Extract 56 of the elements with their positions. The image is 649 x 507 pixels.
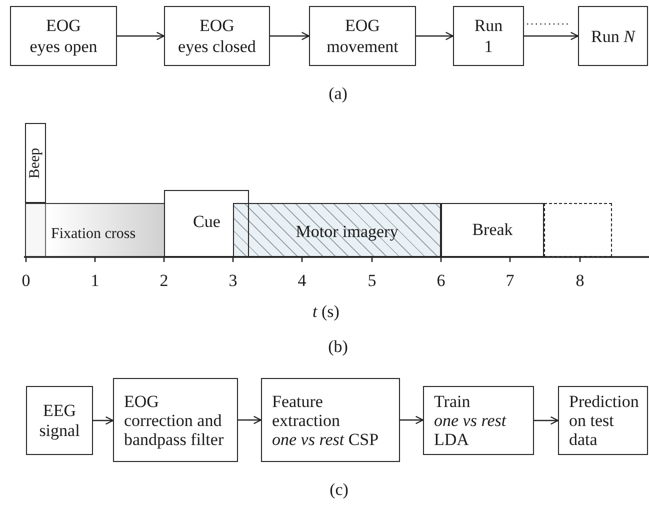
empty-interval (544, 203, 612, 257)
box-label: Beep (26, 148, 44, 178)
process-box (453, 6, 524, 66)
box-label: Feature extraction one vs rest CSP (272, 392, 380, 448)
axis-label: t (s) (312, 302, 340, 322)
box-label: Run (474, 15, 503, 36)
arrow (270, 32, 310, 40)
arrow (117, 32, 165, 40)
panel-label: (c) (330, 480, 348, 500)
fixation-interval (25, 203, 164, 257)
tick-label: 7 (506, 271, 514, 291)
box-label: eyes closed (178, 36, 256, 57)
break-interval (441, 203, 544, 257)
arrow (524, 32, 579, 40)
panel-label: (a) (328, 84, 348, 104)
arrow (416, 32, 454, 40)
box-label: Prediction on test data (569, 392, 640, 449)
panel-label: (b) (328, 337, 348, 357)
process-box (10, 6, 117, 66)
process-box (578, 6, 648, 66)
process-box (558, 386, 648, 455)
box-label: Run N (591, 26, 635, 46)
process-box (164, 6, 270, 66)
process-box (261, 378, 400, 462)
process-box (113, 378, 238, 462)
tick-label: 5 (368, 271, 376, 291)
tick-label: 4 (298, 271, 306, 291)
process-box (26, 386, 93, 455)
box-label: Break (472, 219, 513, 242)
beep-interval (25, 123, 46, 203)
tick-label: 8 (576, 271, 584, 291)
box-label: EOG (345, 15, 380, 36)
arrow (534, 416, 559, 425)
motor-imagery-interval (233, 203, 441, 257)
box-label: EOG (46, 15, 81, 36)
process-box (423, 386, 534, 455)
box-label: eyes open (30, 36, 98, 57)
arrow (400, 416, 424, 424)
box-label: Motor imagery (296, 221, 398, 244)
box-label: movement (326, 36, 398, 57)
box-label: EOG (200, 15, 234, 36)
tick-label: 6 (436, 271, 446, 291)
box-label: Cue (193, 211, 220, 233)
tick-label: 2 (160, 271, 168, 291)
tick-label: 1 (90, 271, 100, 291)
tick-label: 0 (22, 271, 30, 291)
tick-label: 3 (228, 271, 238, 291)
arrow (238, 416, 262, 424)
box-label: EOG correction and bandpass filter (124, 392, 225, 448)
box-label: EEG signal (38, 400, 81, 440)
process-box (309, 6, 416, 66)
box-label: 1 (484, 36, 493, 57)
box-label: Train one vs rest LDA (434, 392, 508, 449)
box-label: Fixation cross (51, 224, 136, 244)
cue-interval (164, 190, 249, 257)
arrow (93, 416, 114, 425)
